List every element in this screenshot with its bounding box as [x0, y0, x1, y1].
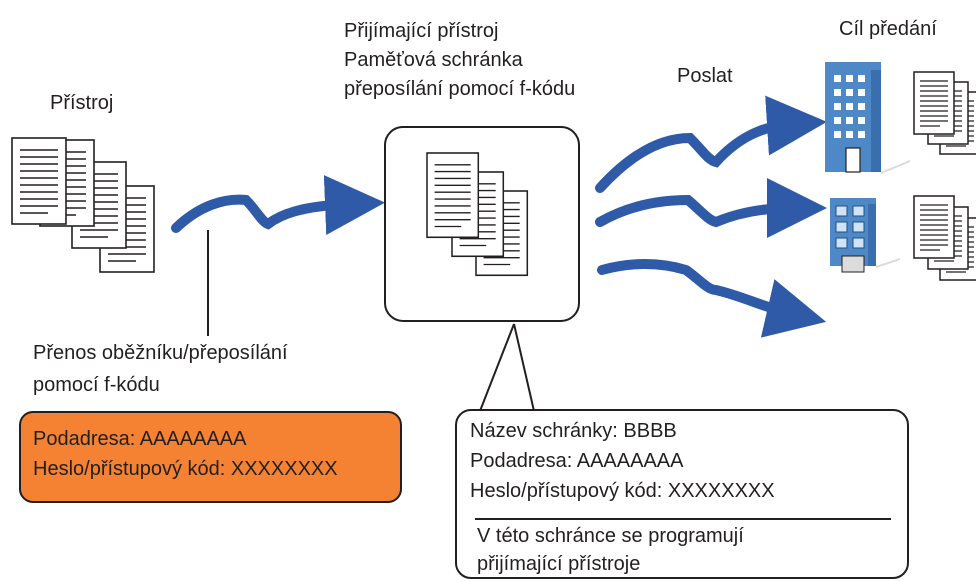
forward-arrow-middle-icon: [595, 178, 827, 239]
source-document-stack-icon: [39, 139, 155, 273]
mailbox-subaddress: Podadresa: AAAAAAAA: [470, 450, 684, 472]
receiving-device-line-1: Přijímající přístroj: [344, 20, 499, 42]
transmission-line-2: pomocí f-kódu: [33, 374, 160, 396]
sender-passcode: Heslo/přístupový kód: XXXXXXXX: [33, 458, 338, 480]
sender-credentials-box: Podadresa: AAAAAAAA Heslo/přístupový kód…: [19, 411, 402, 503]
destination-document-stack-middle-icon: [913, 195, 976, 281]
send-to-mailbox-arrow-icon: [171, 175, 385, 235]
destination-building-tall-icon: [825, 62, 910, 174]
mailbox-passcode: Heslo/přístupový kód: XXXXXXXX: [470, 480, 775, 502]
transmission-label: Přenos oběžníku/přeposílání pomocí f-kód…: [33, 341, 288, 397]
callout-pointer: [479, 323, 535, 412]
forward-arrow-bottom-icon: [597, 259, 827, 338]
send-label: Poslat: [677, 65, 733, 87]
destination-document-stack-top-icon: [913, 71, 976, 155]
source-device-label: Přístroj: [50, 92, 114, 114]
receiving-device-line-2: Paměťová schránka: [344, 49, 523, 71]
mailbox-name: Název schránky: BBBB: [470, 420, 677, 442]
destination-building-small-icon: [830, 198, 900, 273]
receiving-device-line-3: přeposílání pomocí f-kódu: [344, 78, 576, 100]
destination-label: Cíl předání: [839, 18, 937, 40]
receiving-device-label: Přijímající přístroj Paměťová schránka p…: [344, 19, 575, 101]
mailbox-note-line-2: přijímající přístroje: [477, 553, 641, 575]
mailbox-info-callout: Název schránky: BBBB Podadresa: AAAAAAAA…: [455, 409, 909, 579]
forward-arrow-top-icon: [595, 95, 827, 193]
transmission-line-1: Přenos oběžníku/přeposílání: [33, 342, 288, 364]
sender-subaddress: Podadresa: AAAAAAAA: [33, 428, 247, 450]
mailbox-note-line-1: V této schránce se programují: [477, 525, 744, 547]
callout-divider: [475, 518, 891, 520]
